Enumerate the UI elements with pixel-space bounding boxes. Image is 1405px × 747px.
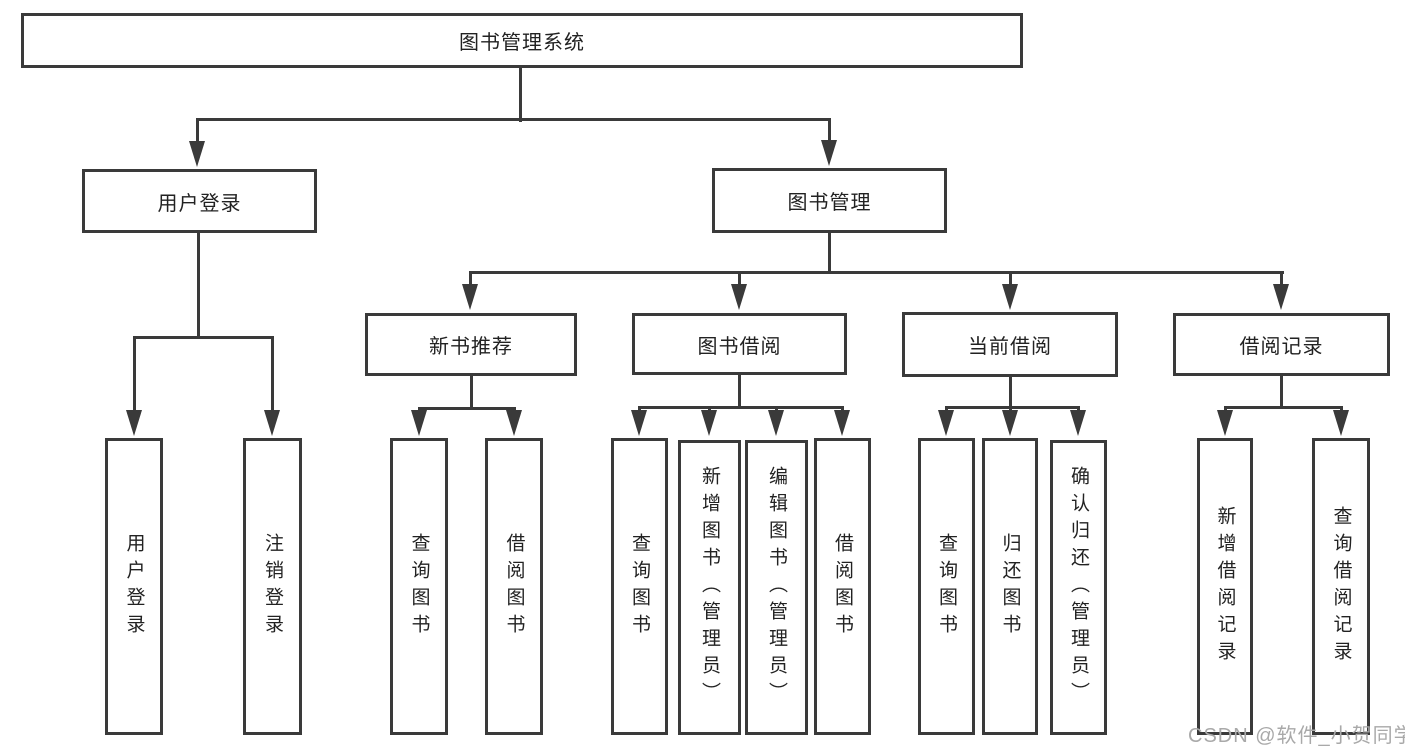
node-root: 图书管理系统 <box>21 13 1023 68</box>
arrow-down-icon <box>701 410 717 436</box>
arrow-down-icon <box>821 140 837 166</box>
arrow-down-icon <box>834 410 850 436</box>
arrow-down-icon <box>631 410 647 436</box>
connector-line <box>1280 273 1283 286</box>
arrow-down-icon <box>1216 410 1233 436</box>
connector-line <box>738 273 741 286</box>
connector-line <box>271 338 274 412</box>
leaf-query-book-current-label: 查询图书 <box>936 532 957 641</box>
leaf-edit-book-admin-label: 编辑图书（管理员） <box>766 466 787 709</box>
watermark: CSDN @软件_小贺同学 <box>1188 725 1405 747</box>
connector-line <box>468 273 472 286</box>
leaf-query-book-current: 查询图书 <box>918 438 975 735</box>
leaf-user-login: 用户登录 <box>105 438 163 735</box>
arrow-down-icon <box>126 410 142 436</box>
connector-line <box>519 68 522 122</box>
leaf-confirm-return-admin-label: 确认归还（管理员） <box>1068 466 1089 709</box>
arrow-down-icon <box>1273 284 1289 310</box>
connector-line <box>945 406 1080 409</box>
connector-line <box>1008 377 1012 409</box>
leaf-query-book-recommend: 查询图书 <box>390 438 448 735</box>
leaf-add-borrow-record-label: 新增借阅记录 <box>1214 505 1236 668</box>
node-current-borrow-label: 当前借阅 <box>968 336 1052 358</box>
leaf-query-borrow-record: 查询借阅记录 <box>1312 438 1370 735</box>
connector-line <box>469 376 473 410</box>
arrow-down-icon <box>1332 410 1349 436</box>
node-user-login-label: 用户登录 <box>157 192 242 215</box>
connector-line <box>196 120 199 143</box>
node-borrow-record: 借阅记录 <box>1173 313 1390 376</box>
connector-line <box>638 406 844 409</box>
leaf-add-borrow-record: 新增借阅记录 <box>1197 438 1253 735</box>
leaf-query-book-recommend-label: 查询图书 <box>408 532 430 641</box>
arrow-down-icon <box>264 410 280 436</box>
node-book-management: 图书管理 <box>712 168 947 233</box>
leaf-logout: 注销登录 <box>243 438 302 735</box>
connector-line <box>738 375 741 409</box>
leaf-query-borrow-record-label: 查询借阅记录 <box>1330 505 1352 668</box>
leaf-logout-label: 注销登录 <box>262 532 283 641</box>
leaf-borrow-book: 借阅图书 <box>814 438 871 735</box>
leaf-query-book-borrow-label: 查询图书 <box>629 532 650 641</box>
leaf-return-book-label: 归还图书 <box>999 532 1021 641</box>
leaf-borrow-book-label: 借阅图书 <box>832 532 853 641</box>
connector-line <box>133 338 136 412</box>
arrow-down-icon <box>1001 284 1018 310</box>
leaf-user-login-label: 用户登录 <box>123 532 145 641</box>
node-book-borrow: 图书借阅 <box>632 313 847 375</box>
node-user-login: 用户登录 <box>82 169 317 233</box>
connector-line <box>1223 406 1343 409</box>
connector-line <box>1280 376 1283 409</box>
leaf-edit-book-admin: 编辑图书（管理员） <box>745 440 808 735</box>
arrow-down-icon <box>1070 410 1086 436</box>
connector-line <box>196 118 831 121</box>
connector-line <box>827 233 831 274</box>
leaf-borrow-book-recommend-label: 借阅图书 <box>503 532 525 641</box>
arrow-down-icon <box>189 141 205 167</box>
connector-line <box>1008 273 1012 286</box>
node-current-borrow: 当前借阅 <box>902 312 1118 377</box>
connector-line <box>828 120 831 142</box>
node-new-book-recommend-label: 新书推荐 <box>429 336 513 358</box>
node-new-book-recommend: 新书推荐 <box>365 313 577 376</box>
leaf-borrow-book-recommend: 借阅图书 <box>485 438 543 735</box>
arrow-down-icon <box>1001 410 1018 436</box>
node-book-management-label: 图书管理 <box>787 192 872 214</box>
node-borrow-record-label: 借阅记录 <box>1239 336 1324 358</box>
node-root-label: 图书管理系统 <box>459 32 585 54</box>
arrow-down-icon <box>506 410 522 436</box>
arrow-down-icon <box>410 410 427 436</box>
connector-line <box>468 271 1284 274</box>
leaf-return-book: 归还图书 <box>982 438 1038 735</box>
leaf-add-book-admin: 新增图书（管理员） <box>678 440 741 735</box>
leaf-query-book-borrow: 查询图书 <box>611 438 668 735</box>
arrow-down-icon <box>731 284 747 310</box>
connector-line <box>133 336 274 339</box>
connector-line <box>417 407 516 410</box>
leaf-add-book-admin-label: 新增图书（管理员） <box>699 466 720 709</box>
arrow-down-icon <box>938 410 954 436</box>
connector-line <box>196 233 200 339</box>
arrow-down-icon <box>768 410 784 436</box>
leaf-confirm-return-admin: 确认归还（管理员） <box>1050 440 1107 735</box>
arrow-down-icon <box>461 284 478 310</box>
node-book-borrow-label: 图书借阅 <box>697 335 782 358</box>
